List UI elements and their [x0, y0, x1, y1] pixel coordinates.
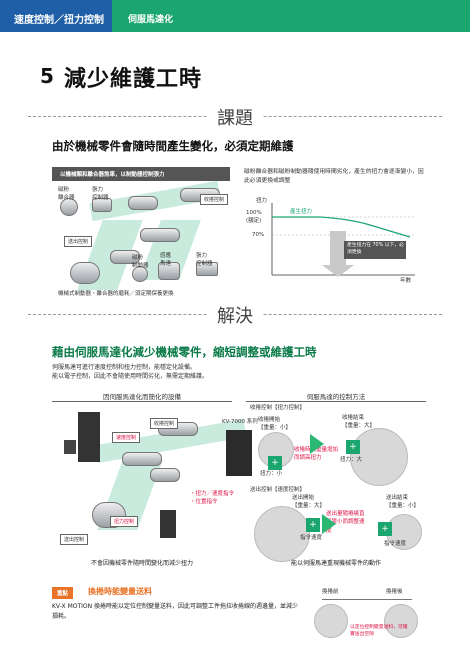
problem-banner: 以機械類和離合器煞車，以制動器控制張力: [52, 167, 230, 181]
ctrl-winding-end: 收捲結束 【重量：大】: [342, 415, 376, 430]
winding-roll-large: [350, 428, 408, 486]
ctrl-unwinding-start: 送出開始 【重量：大】: [292, 495, 326, 510]
point-before: 換捲前: [322, 589, 339, 595]
tag-wind-solution: 收捲控制: [150, 418, 179, 429]
problem-description: 磁粉離合器和磁粉制動器隨使用時間劣化，產生的扭力會逐漸變小，因此必須更換或調整: [244, 169, 424, 184]
right-box-title: 伺服馬達的控制方法: [246, 391, 426, 402]
point-web-line: [322, 599, 412, 600]
label-tension-meter: 張力 控制器: [92, 187, 109, 202]
servo-amp-2: [160, 510, 176, 538]
label-model: KV-7000 系列: [222, 419, 258, 425]
chart-torque-series: [272, 216, 411, 238]
solution-headline: 藉由伺服馬達化減少機械零件，縮短調整或維護工時: [52, 345, 317, 359]
section-problem-divider: 課題: [28, 104, 442, 130]
point-after: 換捲後: [386, 589, 403, 595]
ctrl-unwinding-end: 送出結束 【重量：小】: [386, 495, 420, 510]
chart-callout-box: [344, 241, 406, 259]
section-problem-label: 課題: [207, 104, 263, 130]
header-category: 速度控制／扭力控制: [0, 0, 112, 32]
section-solution-divider: 解決: [28, 302, 442, 328]
servo-motor-1: [64, 440, 76, 454]
chart-series-label: 產生扭力: [290, 209, 313, 215]
torque-chart: 扭力 100% (額定) 70% 產生扭力 年數 產生扭力在 70% 以下，必須…: [246, 195, 420, 285]
ctrl-unwinding-title: 送出控制【速度控制】: [250, 487, 306, 493]
ctrl-winding-start: 收捲開始 【重量：小】: [258, 417, 292, 432]
label-brake: 磁粉 制動器: [132, 255, 149, 270]
tag-unwind-solution: 送出控制: [60, 534, 89, 545]
unwinding-motor-small: +: [378, 522, 392, 536]
label-clutch: 磁粉 離合器: [58, 187, 75, 202]
ctrl-speed-small: 指令速度: [300, 535, 323, 541]
unwinding-roll-large: [254, 506, 310, 562]
chart-xlabel: 年數: [400, 278, 412, 284]
problem-headline: 由於機械零件會隨時間產生變化，必須定期維護: [52, 139, 294, 153]
unwinding-motor-large: +: [306, 518, 320, 532]
tag-unwind: 送出控制: [64, 236, 93, 247]
servo-amp-1: [78, 412, 100, 462]
chart-arrow-head: [322, 265, 354, 277]
chart-callout: 產生扭力在 70% 以下，必須更換: [347, 243, 404, 256]
winding-motor-small: +: [268, 456, 282, 470]
left-box-title: 因伺服馬達化而簡化的設備: [52, 391, 232, 402]
chart-y100: 100% (額定): [246, 210, 262, 225]
ctrl-torque-small: 扭力：小: [260, 471, 283, 477]
top-header: 速度控制／扭力控制 伺服馬達化: [0, 0, 470, 32]
point-note: 以定位控制變量送料，可確實送出空隙: [350, 625, 408, 638]
heading-number: 5: [40, 64, 54, 88]
solution-note: ・扭力／速度指令 ・位置指令: [190, 491, 235, 506]
ctrl-winding-title: 收捲控制【扭力控制】: [250, 405, 306, 411]
tag-torque: 扭力控制: [110, 516, 139, 527]
chart-arrow-shaft: [330, 231, 346, 271]
chart-y70: 70%: [252, 232, 265, 238]
section-solution-label: 解決: [207, 302, 263, 328]
right-caption: 能以伺服馬達重現機械零件的動作: [290, 560, 381, 567]
tag-speed: 速度控制: [112, 432, 141, 443]
label-motor: 感應 馬達: [160, 253, 172, 268]
winding-motor-large: +: [346, 440, 360, 454]
point-title: 換捲時能變量送料: [88, 587, 152, 596]
label-tension-controller: 張力 控制器: [196, 253, 213, 268]
right-box-title-text: 伺服馬達的控制方法: [306, 393, 366, 401]
point-roll-after: [384, 604, 418, 638]
tag-wind: 收捲控制: [200, 194, 229, 205]
torque-chart-svg: [271, 203, 415, 277]
point-roll-before: [314, 604, 348, 638]
solution-description: 伺服馬達可進行速度控制和扭力控制，能穩定化設備。 能以電子控制，因此不會隨使用時…: [52, 364, 209, 380]
heading-title: 減少維護工時: [64, 67, 203, 92]
chart-ylabel: 扭力: [256, 198, 268, 204]
ctrl-speed-large: 指令速度: [384, 541, 407, 547]
left-caption: 不會因機械零件隨時間變化而減少扭力: [90, 560, 193, 567]
ctrl-torque-large: 扭力：大: [340, 457, 363, 463]
problem-note: 機械式制動器・離合器的磨耗／須定期保養更換: [58, 291, 174, 297]
left-box-title-text: 因伺服馬達化而簡化的設備: [103, 393, 181, 401]
winding-arrow-icon: [310, 434, 324, 454]
unwinding-arrow-icon: [322, 514, 336, 534]
point-tag: 重點: [52, 587, 74, 599]
point-text: KV-X MOTION 換捲時能以定位控制變量送料，因此可調整工件拖拉收捲線的週…: [52, 603, 299, 620]
plc-unit: [226, 430, 252, 476]
header-section: 伺服馬達化: [112, 0, 470, 32]
